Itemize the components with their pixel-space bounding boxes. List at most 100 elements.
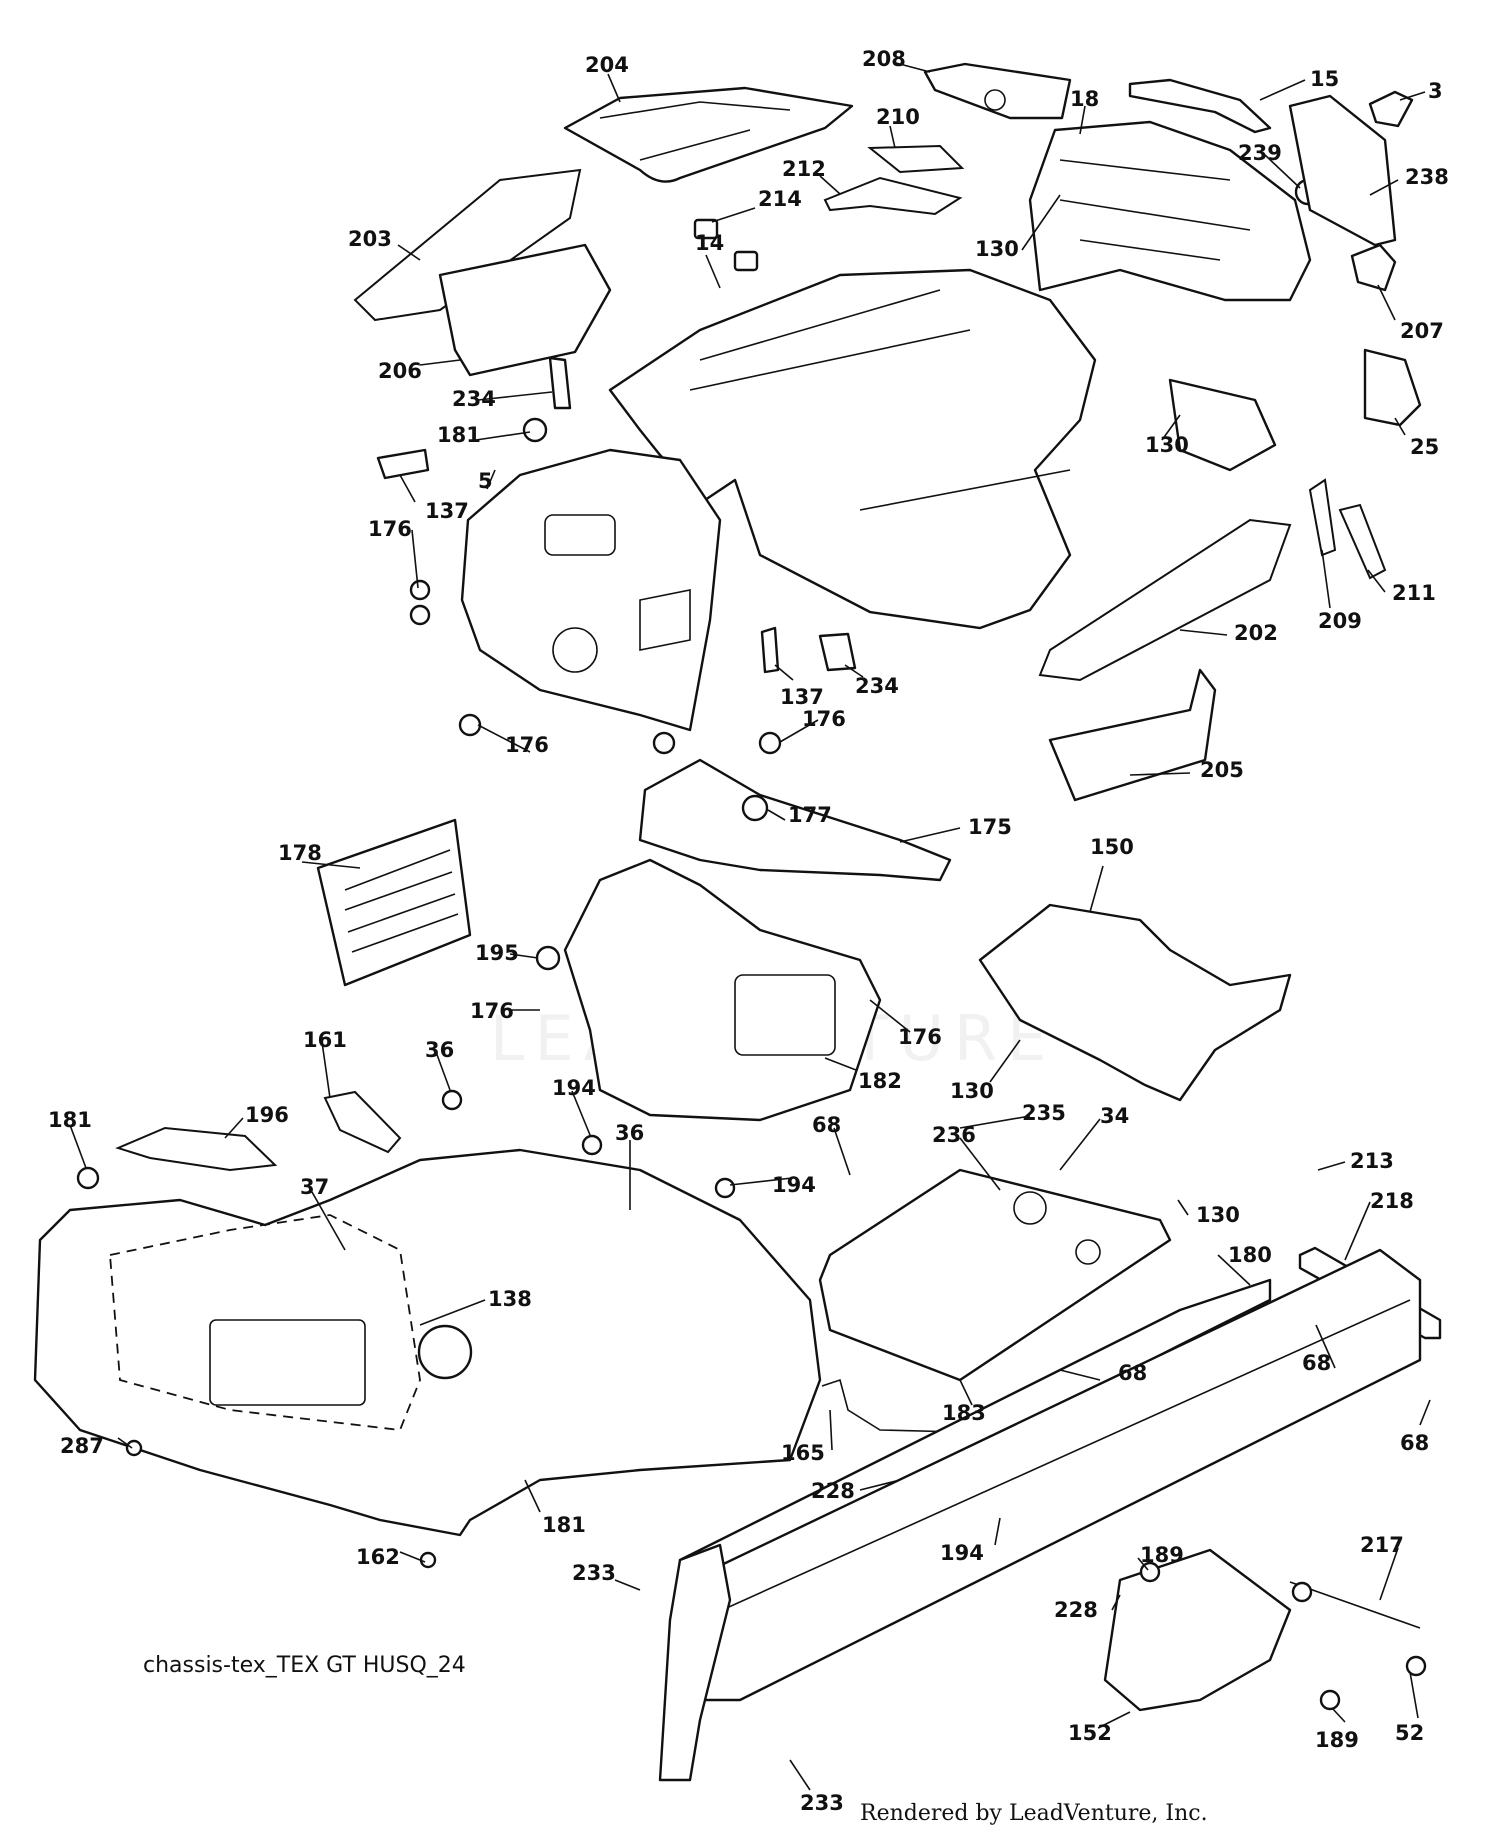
callout-165: 165 [781, 1441, 825, 1465]
part-36-bolt [441, 1089, 463, 1111]
part-194-nut [581, 1134, 603, 1156]
part-182-front-panel [563, 858, 882, 1122]
callout-233: 233 [572, 1561, 616, 1585]
callout-68: 68 [812, 1113, 841, 1137]
callout-235: 235 [1022, 1101, 1066, 1125]
part-52-nut-2 [1405, 1655, 1427, 1677]
callout-213: 213 [1350, 1149, 1394, 1173]
callout-212: 212 [782, 157, 826, 181]
callout-137: 137 [780, 685, 824, 709]
part-178-vent-panel [316, 818, 472, 987]
callout-202: 202 [1234, 621, 1278, 645]
part-150-shroud [978, 903, 1292, 1102]
callout-3: 3 [1428, 79, 1443, 103]
part-137-latch [376, 448, 430, 480]
part-208-bracket [923, 62, 1072, 120]
part-287-screw [125, 1439, 143, 1457]
callout-196: 196 [245, 1103, 289, 1127]
part-204-cover [563, 86, 854, 183]
footer-credit: Rendered by LeadVenture, Inc. [860, 1801, 1208, 1826]
callout-180: 180 [1228, 1243, 1272, 1267]
leader-lines [69, 62, 1431, 1791]
callout-208: 208 [862, 47, 906, 71]
callout-189: 189 [1140, 1543, 1184, 1567]
part-161-trim [323, 1090, 402, 1154]
callout-287: 287 [60, 1434, 104, 1458]
callout-210: 210 [876, 105, 920, 129]
part-15-trim [1128, 78, 1272, 134]
part-196-bracket [115, 1126, 278, 1172]
callout-211: 211 [1392, 581, 1436, 605]
callout-34: 34 [1100, 1104, 1129, 1128]
callout-204: 204 [585, 53, 629, 77]
part-130-screw [1168, 378, 1277, 472]
part-203-grille [353, 168, 582, 322]
callout-194: 194 [940, 1541, 984, 1565]
callout-189: 189 [1315, 1728, 1359, 1752]
callout-217: 217 [1360, 1533, 1404, 1557]
callout-138: 138 [488, 1287, 532, 1311]
callout-236: 236 [932, 1123, 976, 1147]
part-214-clip-2 [733, 250, 759, 272]
callout-176: 176 [505, 733, 549, 757]
callout-181: 181 [542, 1513, 586, 1537]
part-214-clip [693, 218, 719, 240]
callout-176: 176 [470, 999, 514, 1023]
callout-137: 137 [425, 499, 469, 523]
callout-207: 207 [1400, 319, 1444, 343]
part-233-frame-end [658, 1543, 732, 1782]
part-205-bracket [1048, 668, 1217, 802]
callout-130: 130 [975, 237, 1019, 261]
callout-234: 234 [452, 387, 496, 411]
diagram-caption: chassis-tex_TEX GT HUSQ_24 [143, 1653, 466, 1678]
callout-162: 162 [356, 1545, 400, 1569]
callout-195: 195 [475, 941, 519, 965]
part-37-fender [33, 1148, 822, 1537]
part-18-hood-panel [1028, 120, 1312, 302]
callout-228: 228 [1054, 1598, 1098, 1622]
callout-130: 130 [950, 1079, 994, 1103]
part-177-bushing [741, 794, 769, 822]
part-206-bracket [438, 243, 612, 377]
callout-15: 15 [1310, 67, 1339, 91]
callout-37: 37 [300, 1175, 329, 1199]
part-211-grille [1338, 503, 1387, 580]
callout-176: 176 [898, 1025, 942, 1049]
callout-18: 18 [1070, 87, 1099, 111]
callout-239: 239 [1238, 141, 1282, 165]
part-181-plug [522, 417, 548, 443]
part-176-bolt-3 [458, 713, 482, 737]
part-176-bolt-4 [652, 731, 676, 755]
callout-176: 176 [368, 517, 412, 541]
callout-161: 161 [303, 1028, 347, 1052]
callout-150: 150 [1090, 835, 1134, 859]
callout-209: 209 [1318, 609, 1362, 633]
callout-182: 182 [858, 1069, 902, 1093]
part-176-bolt-5 [758, 731, 782, 755]
part-181-plug-2 [76, 1166, 100, 1190]
part-25-trim [1363, 348, 1422, 427]
callout-218: 218 [1370, 1189, 1414, 1213]
part-3-cap [1368, 90, 1414, 128]
part-34-mount-plate [818, 1168, 1172, 1382]
callout-214: 214 [758, 187, 802, 211]
callout-130: 130 [1145, 433, 1189, 457]
callout-68: 68 [1302, 1351, 1331, 1375]
callout-52: 52 [1395, 1721, 1424, 1745]
part-52-nut [1291, 1581, 1313, 1603]
part-137-latch-2 [760, 626, 780, 674]
callout-183: 183 [942, 1401, 986, 1425]
part-176-bolt [409, 579, 431, 601]
callout-175: 175 [968, 815, 1012, 839]
part-162-screw [419, 1551, 437, 1569]
part-210-grille [867, 144, 965, 174]
callout-25: 25 [1410, 435, 1439, 459]
callout-181: 181 [48, 1108, 92, 1132]
part-234-tape-2 [818, 632, 857, 672]
part-202-grille [1038, 518, 1292, 682]
callout-228: 228 [811, 1479, 855, 1503]
callout-206: 206 [378, 359, 422, 383]
part-209-grille [1308, 478, 1337, 557]
callout-5: 5 [478, 469, 493, 493]
